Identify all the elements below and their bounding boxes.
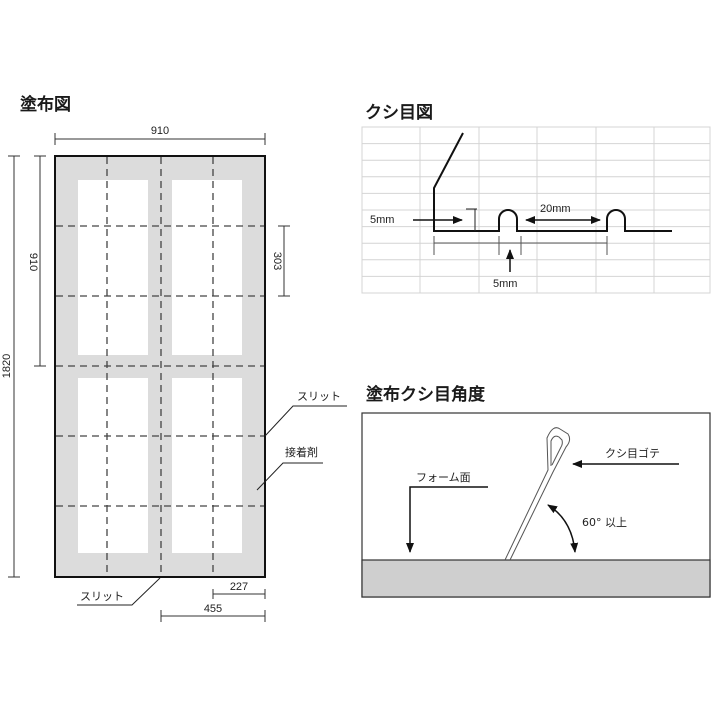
dim-half: 455	[160, 603, 266, 622]
panel-outline	[54, 155, 266, 578]
label-height: 5mm	[370, 214, 394, 226]
grid	[361, 126, 711, 294]
svg-text:227: 227	[230, 581, 248, 593]
angle-diagram: 塗布クシ目角度 クシ目ゴテ フォーム面 60° 以上	[361, 384, 711, 598]
foam-arrow	[406, 486, 488, 553]
dim-width: 910	[54, 125, 266, 145]
label-adhesive: 接着剤	[256, 445, 323, 491]
foam-floor	[361, 559, 711, 598]
label-trowel: クシ目ゴテ	[605, 446, 660, 460]
comb-profile	[433, 132, 672, 232]
comb-diagram-title: クシ目図	[365, 103, 433, 123]
dim-row: 303	[271, 225, 290, 297]
label-angle: 60° 以上	[582, 516, 627, 529]
svg-text:接着剤: 接着剤	[285, 445, 318, 459]
label-foam-surface: フォーム面	[416, 471, 471, 484]
dim-quarter: 227	[212, 581, 266, 599]
dim-row-label: 303	[271, 252, 283, 270]
label-spacing: 20mm	[540, 203, 571, 215]
coating-diagram: 塗布図 910 182	[1, 94, 347, 622]
dim-height-half-label: 910	[27, 253, 39, 271]
width-dimension	[433, 236, 608, 255]
trowel	[504, 427, 571, 561]
dim-height-half: 910	[27, 155, 46, 367]
label-width: 5mm	[493, 278, 517, 290]
comb-diagram: クシ目図 5mm 20mm	[361, 103, 711, 294]
svg-text:スリット: スリット	[297, 390, 341, 403]
label-slit-right: スリット	[264, 390, 347, 437]
angle-arc	[547, 504, 579, 553]
uncoated-window	[78, 378, 148, 553]
dim-width-label: 910	[151, 125, 169, 137]
angle-diagram-title: 塗布クシ目角度	[366, 384, 486, 405]
dim-height-total-label: 1820	[1, 354, 13, 378]
dim-height-total: 1820	[1, 155, 20, 578]
slit-lines	[56, 157, 264, 576]
label-slit-bottom: スリット	[77, 577, 161, 606]
coating-diagram-title: 塗布図	[20, 94, 71, 115]
uncoated-window	[78, 180, 148, 355]
uncoated-window	[172, 378, 242, 553]
uncoated-window	[172, 180, 242, 355]
svg-text:スリット: スリット	[80, 590, 124, 603]
svg-text:455: 455	[204, 603, 222, 615]
